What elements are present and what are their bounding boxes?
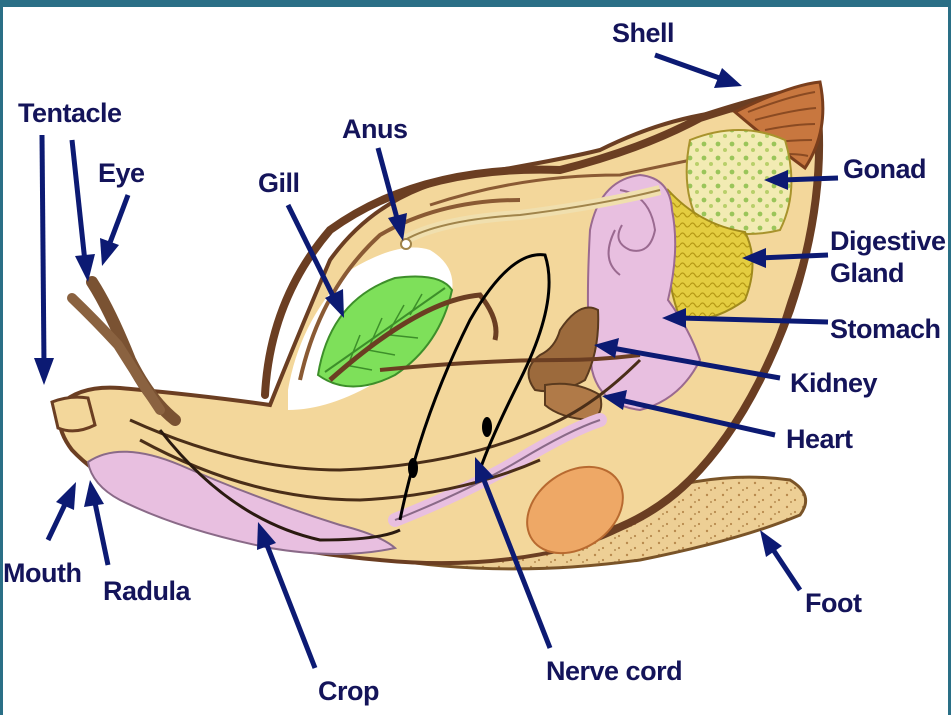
label-shell: Shell [612,18,674,48]
radula-arrow [94,498,108,565]
label-crop: Crop [318,676,379,706]
label-kidney: Kidney [790,368,878,398]
label-stomach: Stomach [830,314,941,344]
label-radula: Radula [103,576,192,606]
eye-arrow [108,195,128,248]
label-heart: Heart [786,424,853,454]
label-digestive: Digestive [830,226,946,256]
label-mouth: Mouth [3,558,81,588]
label-eye: Eye [98,158,145,188]
shell-arrow [655,55,725,80]
tentacle-arrow-left [42,135,44,365]
label-gland: Gland [830,258,904,288]
label-foot: Foot [805,588,862,618]
label-anus: Anus [342,114,408,144]
foot-arrow [770,545,800,590]
head-shape [52,397,95,431]
label-tentacle: Tentacle [18,98,122,128]
gonad-arrow [782,178,838,180]
crop-arrow [265,540,315,668]
tentacle-arrow-right [72,140,85,262]
label-nerve-cord: Nerve cord [546,656,682,686]
label-gill: Gill [258,168,300,198]
label-gonad: Gonad [843,154,926,184]
digestive-gland-arrow [760,255,828,258]
